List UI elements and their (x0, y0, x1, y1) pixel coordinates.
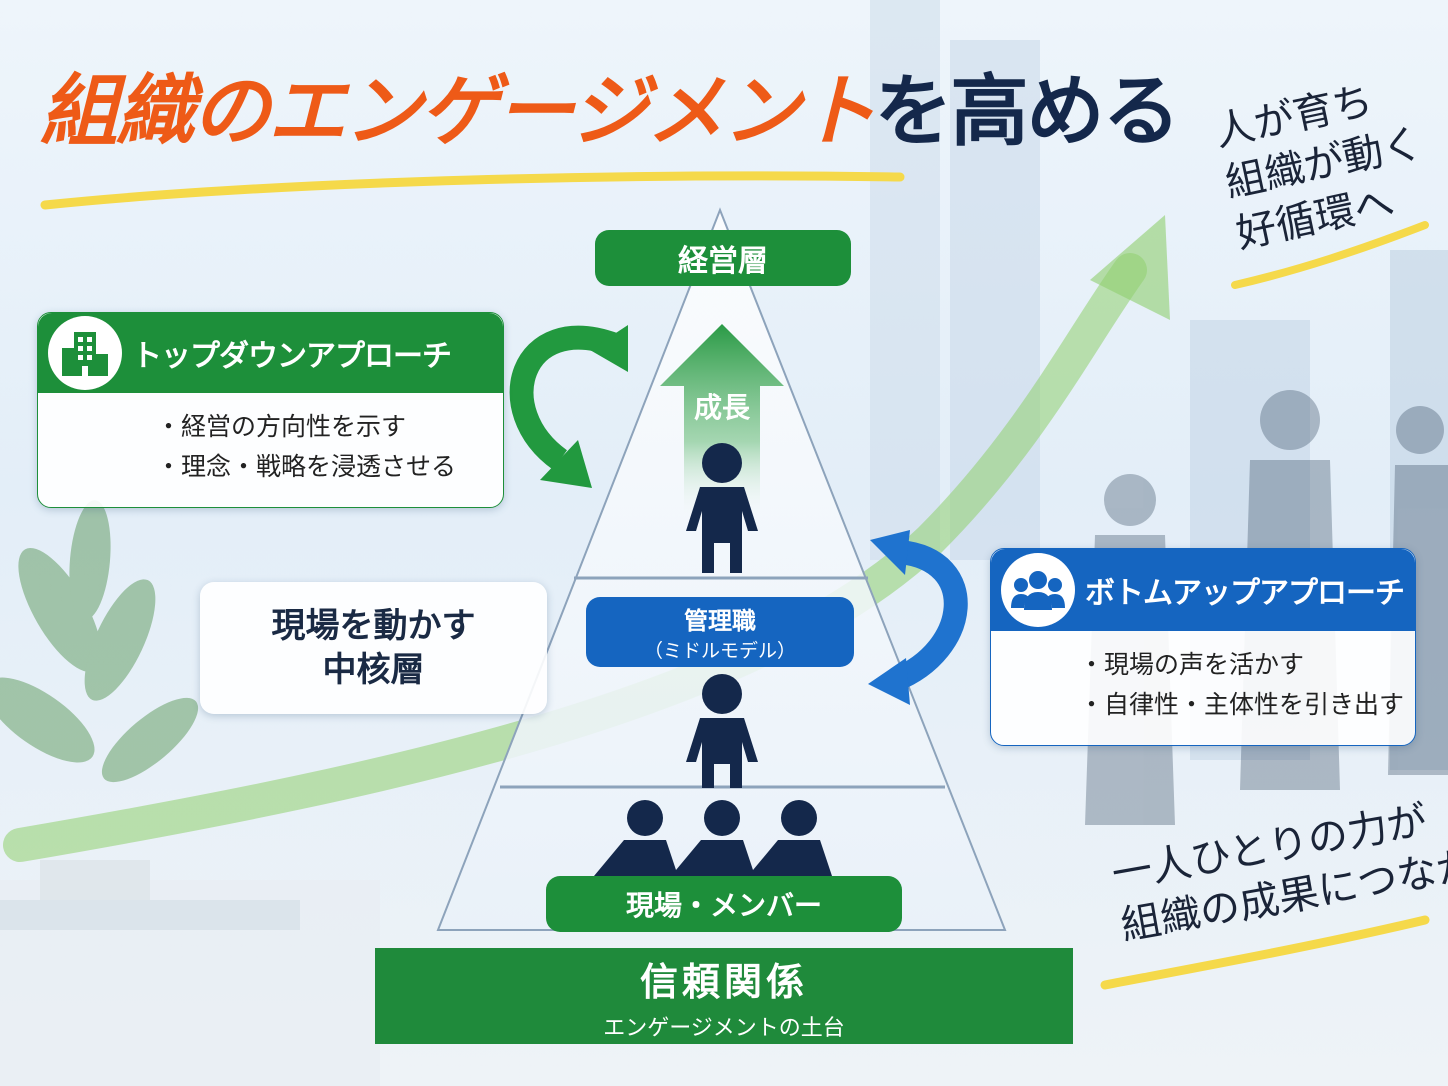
bottom-up-cycle-arrow (868, 530, 968, 705)
member-layer-label: 現場・メンバー (546, 876, 902, 932)
top-down-cycle-arrow (509, 325, 628, 488)
foundation-block: 信頼関係 エンゲージメントの土台 (375, 948, 1073, 1044)
list-item: ・現場の声を活かす (1079, 650, 1305, 679)
list-item: ・自律性・主体性を引き出す (1079, 690, 1405, 719)
core-layer-card: 現場を動かす 中核層 (200, 582, 547, 714)
top-down-heading: トップダウンアプローチ (132, 339, 452, 374)
list-item: ・経営の方向性を示す (156, 412, 407, 441)
top-down-list: ・経営の方向性を示す ・理念・戦略を浸透させる (156, 407, 503, 487)
title-underline (40, 171, 905, 210)
note-top-underline (1231, 221, 1429, 289)
executive-person-icon (686, 443, 758, 573)
bottom-up-card: ボトムアップアプローチ ・現場の声を活かす ・自律性・主体性を引き出す (990, 548, 1416, 746)
growth-label: 成長 (693, 391, 750, 424)
top-down-card-header: トップダウンアプローチ (38, 313, 503, 393)
note-bottom-underline (1100, 915, 1430, 990)
bottom-up-card-header: ボトムアップアプローチ (991, 549, 1415, 631)
bottom-up-list: ・現場の声を活かす ・自律性・主体性を引き出す (1079, 645, 1415, 725)
foundation-title: 信頼関係 (639, 959, 808, 1004)
title-rest: を高める (874, 67, 1180, 157)
foundation-subtitle: エンゲージメントの土台 (603, 1015, 845, 1041)
core-layer-line2: 中核層 (322, 650, 425, 690)
manager-person-icon (686, 674, 758, 788)
bottom-up-heading: ボトムアップアプローチ (1085, 576, 1405, 611)
building-icon (48, 316, 122, 390)
list-item: ・理念・戦略を浸透させる (156, 452, 457, 481)
manager-layer-subtitle: （ミドルモデル） (643, 640, 796, 662)
manager-layer-title: 管理職 (684, 607, 756, 635)
title-highlight: 組織のエンゲージメント (40, 67, 876, 157)
manager-layer-label: 管理職 （ミドルモデル） (586, 597, 854, 667)
plant-decoration (0, 500, 199, 783)
growth-arrow (660, 324, 784, 520)
page-title: 組織のエンゲージメントを高める (40, 67, 1180, 157)
executive-layer-label: 経営層 (595, 230, 851, 286)
member-person-icon (594, 800, 832, 876)
team-icon (1001, 553, 1075, 627)
core-layer-line1: 現場を動かす (271, 606, 476, 646)
top-down-card: トップダウンアプローチ ・経営の方向性を示す ・理念・戦略を浸透させる (37, 312, 504, 508)
